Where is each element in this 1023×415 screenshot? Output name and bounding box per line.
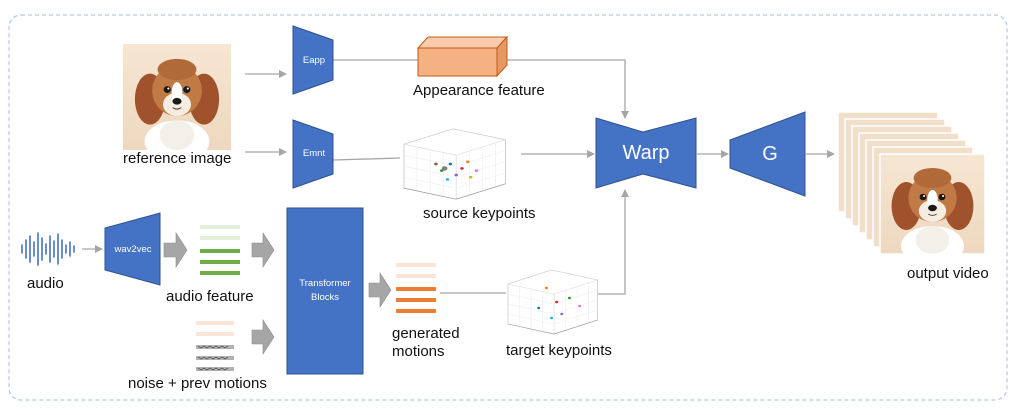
generated-motions-label-line1: generated [392, 325, 460, 342]
output-video-label: output video [907, 265, 989, 282]
source-keypoints-label: source keypoints [423, 205, 536, 222]
output-video-stack [837, 111, 986, 267]
generated-motions-label-line2: motions [392, 343, 445, 360]
warp-label: Warp [622, 142, 670, 164]
audio-label: audio [27, 275, 64, 292]
fat-arrow-audio-feature [251, 231, 275, 269]
appearance-feature-block [416, 35, 509, 78]
transformer-blocks [286, 207, 364, 375]
appearance-feature-label: Appearance feature [413, 82, 545, 99]
waveform-icon [21, 232, 75, 266]
audio-feature-bars [200, 225, 240, 275]
generated-motion-bars [396, 263, 436, 313]
audio-feature-label: audio feature [166, 288, 254, 305]
fat-arrow-transformer [368, 271, 392, 309]
emnt-label: Emnt [302, 148, 326, 159]
target-keypoints-plot [507, 269, 598, 335]
emnt-encoder [292, 119, 334, 189]
arrow-target-to-warp [598, 189, 629, 295]
noise-prev-motions-label: noise + prev motions [128, 375, 267, 392]
eapp-encoder [292, 25, 334, 95]
outer-dashed-border [8, 14, 1008, 401]
reference-image-label: reference image [123, 150, 232, 167]
transformer-label-line2: Blocks [311, 292, 339, 303]
line-emnt-to-keypoints [332, 157, 401, 161]
generator-block [729, 111, 806, 197]
target-keypoints-label: target keypoints [506, 342, 612, 359]
wav2vec-encoder [104, 212, 161, 286]
noise-prev-motion-bars [196, 321, 234, 371]
warp-block [595, 117, 697, 189]
eapp-label: Eapp [302, 55, 326, 66]
fat-arrow-noise [251, 318, 275, 356]
generator-label: G [762, 143, 778, 165]
transformer-label-line1: Transformer [299, 278, 351, 289]
reference-image [122, 43, 232, 164]
arrow-feature-to-warp [500, 59, 629, 119]
source-keypoints-plot [403, 128, 506, 200]
fat-arrow-wav2vec [163, 231, 188, 269]
wav2vec-label: wav2vec [114, 244, 152, 255]
